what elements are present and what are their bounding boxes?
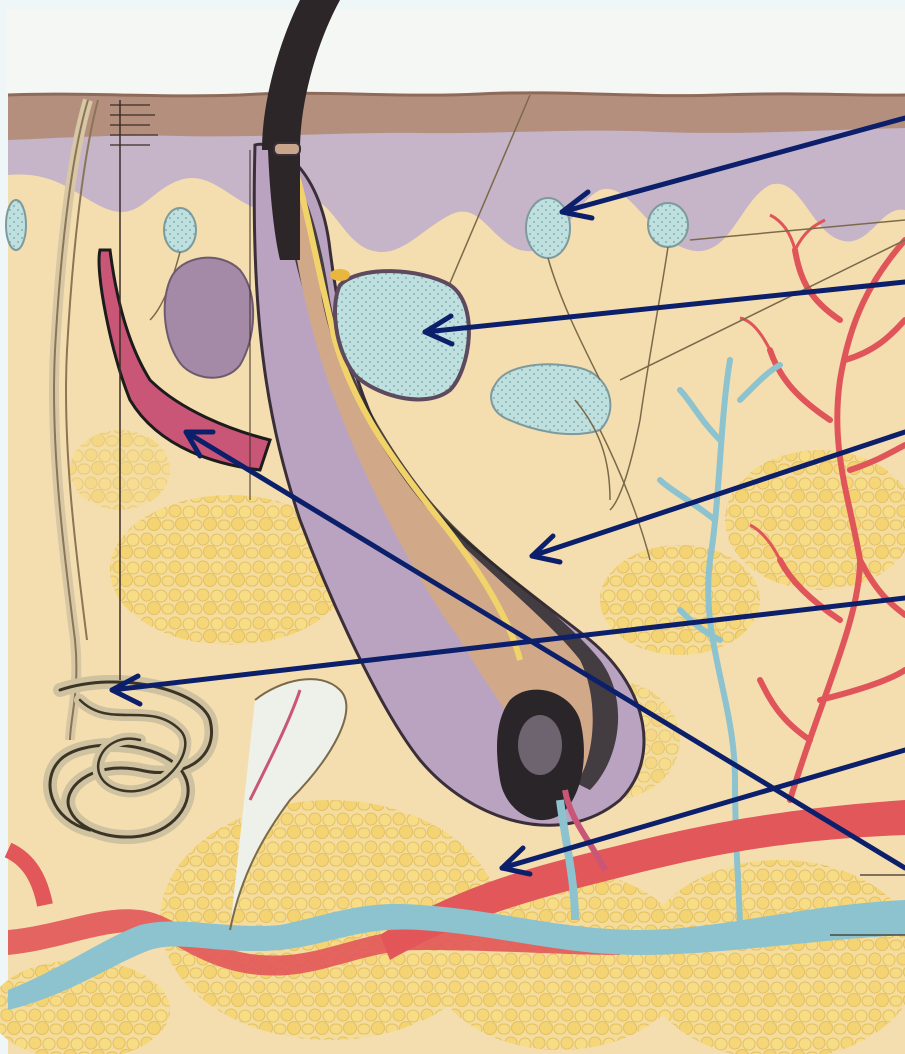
touch-receptor: [164, 208, 196, 252]
top-band: [6, 10, 905, 95]
touch-receptor: [526, 198, 570, 258]
touch-receptor: [648, 203, 688, 247]
sebum-droplet: [330, 269, 350, 281]
sebaceous-gland-left: [165, 258, 253, 378]
touch-receptor: [6, 200, 26, 250]
fat-lobule: [600, 545, 760, 655]
hair-cuticle-cap: [274, 143, 300, 155]
dermal-papilla: [518, 715, 562, 775]
